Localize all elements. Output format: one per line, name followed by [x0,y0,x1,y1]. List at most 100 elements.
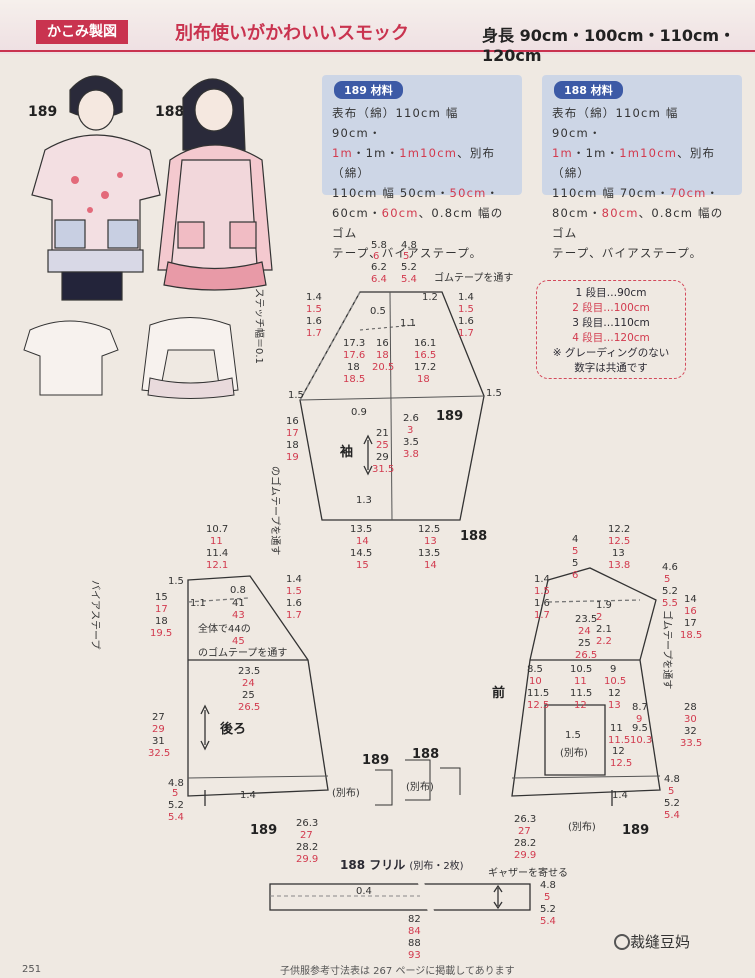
dim: 15 [356,560,369,571]
sleeve-code-188: 188 [460,529,487,544]
detail-note: (別布) [406,781,434,793]
legend-row: 2 段目…100cm [572,302,650,314]
dim: 14 [424,560,437,571]
dim: 16 [684,606,697,617]
dim: 3.5 [403,437,419,448]
dim: 41 [232,598,245,609]
watermark: 裁缝豆妈 [630,933,691,951]
dim: 6 [373,251,379,262]
dim: 30 [684,714,697,725]
dim: 5.2 [168,800,184,811]
sleeve-code-189: 189 [436,409,463,424]
dim: 13 [608,700,621,711]
dim: 1.5 [286,586,302,597]
wechat-icon [614,934,630,950]
dim: 0.5 [370,306,386,317]
front-code: 189 [622,823,649,838]
dim: 1.4 [286,574,302,585]
dim: 1.5 [168,576,184,587]
materials-text: 表布（綿）110cm 幅 90cm・ 1m・1m・1m10cm、別布（綿） 11… [552,106,724,260]
dim: 29 [152,724,165,735]
pocket-note: (別布) [560,747,588,759]
bias-tape-note: バイアステープ [89,580,101,649]
sleeve-label: 袖 [340,444,353,460]
back-elastic-note2: のゴムテープを通す [198,646,287,659]
dim: 29 [376,452,389,463]
back-pattern [187,575,329,806]
dim: 25 [578,638,591,649]
dim: 1.5 [306,304,322,315]
dim: 18 [347,362,360,373]
dim: 11.5 [527,688,549,699]
dim: 43 [232,610,245,621]
legend-note: 数字は共通です [574,362,648,374]
dim: 1.5 [288,390,304,401]
materials-box-189: 189 材料 表布（綿）110cm 幅 90cm・ 1m・1m・1m10cm、別… [322,75,522,260]
materials-text: 表布（綿）110cm 幅 90cm・ 1m・1m・1m10cm、別布（綿） 11… [332,106,504,260]
dim: 16 [376,338,389,349]
frill-pattern [269,879,531,915]
dim: 5.5 [662,598,678,609]
dim: 26.3 [296,818,318,829]
dim: 29.9 [514,850,536,861]
dim: 24 [242,678,255,689]
dim: 1.4 [534,574,550,585]
dim: 1.4 [458,292,474,303]
legend-row: 3 段目…110cm [572,317,650,329]
dim: 3.8 [403,449,419,460]
dim: 1.1 [400,318,416,329]
dim: 10.3 [630,735,652,746]
dim: 25 [376,440,389,451]
dim: 26.5 [238,702,260,713]
dim: 1.7 [458,328,474,339]
dim: 1.4 [240,790,256,801]
dim: 1.2 [422,292,438,303]
dim: 10.5 [604,676,626,687]
child-illustration-188 [157,78,273,291]
dim: 1.7 [534,610,550,621]
dim: 12 [608,688,621,699]
dim: 5 [572,558,578,569]
dim: 18 [286,440,299,451]
model-label-189: 189 [28,104,58,120]
dim: 13.8 [608,560,630,571]
dim: 23.5 [238,666,260,677]
dim: 17 [155,604,168,615]
dim: 25 [242,690,255,701]
header-rule [0,50,755,52]
dim: (別布) [568,821,596,833]
dim: 5 [544,892,550,903]
dim: 13 [612,548,625,559]
dim: 16 [286,416,299,427]
dim: 17 [286,428,299,439]
dim: 11 [610,723,623,734]
sleeve-elastic-side-note: のゴムテープを通す [269,466,282,555]
dim: 1.5 [565,730,581,741]
dim: 15 [155,592,168,603]
dim: 8.5 [527,664,543,675]
dim: 12.5 [418,524,440,535]
dim: 1.6 [306,316,322,327]
dim: 17 [684,618,697,629]
dim: 12 [574,700,587,711]
dim: 4.8 [401,240,417,251]
dim: 1.1 [190,598,206,609]
materials-tag: 189 材料 [334,81,403,99]
dim: 4 [572,534,578,545]
dim: 31 [152,736,165,747]
dim: 11 [574,676,587,687]
dim: 5.2 [662,586,678,597]
dim: 24 [578,626,591,637]
brand-badge: かこみ製図 [36,20,128,44]
dim: 11.5 [570,688,592,699]
sleeve-elastic-note: ゴムテープを通す [434,271,513,284]
dim: 10.7 [206,524,228,535]
model-label-188: 188 [155,104,185,120]
dim: 88 [408,938,421,949]
dim: 5 [572,546,578,557]
dim: 0.9 [351,407,367,418]
dim: 4.8 [664,774,680,785]
dim: 1.4 [306,292,322,303]
page-title: 別布使いがかわいいスモック [175,23,409,44]
seam-detail [375,759,461,806]
